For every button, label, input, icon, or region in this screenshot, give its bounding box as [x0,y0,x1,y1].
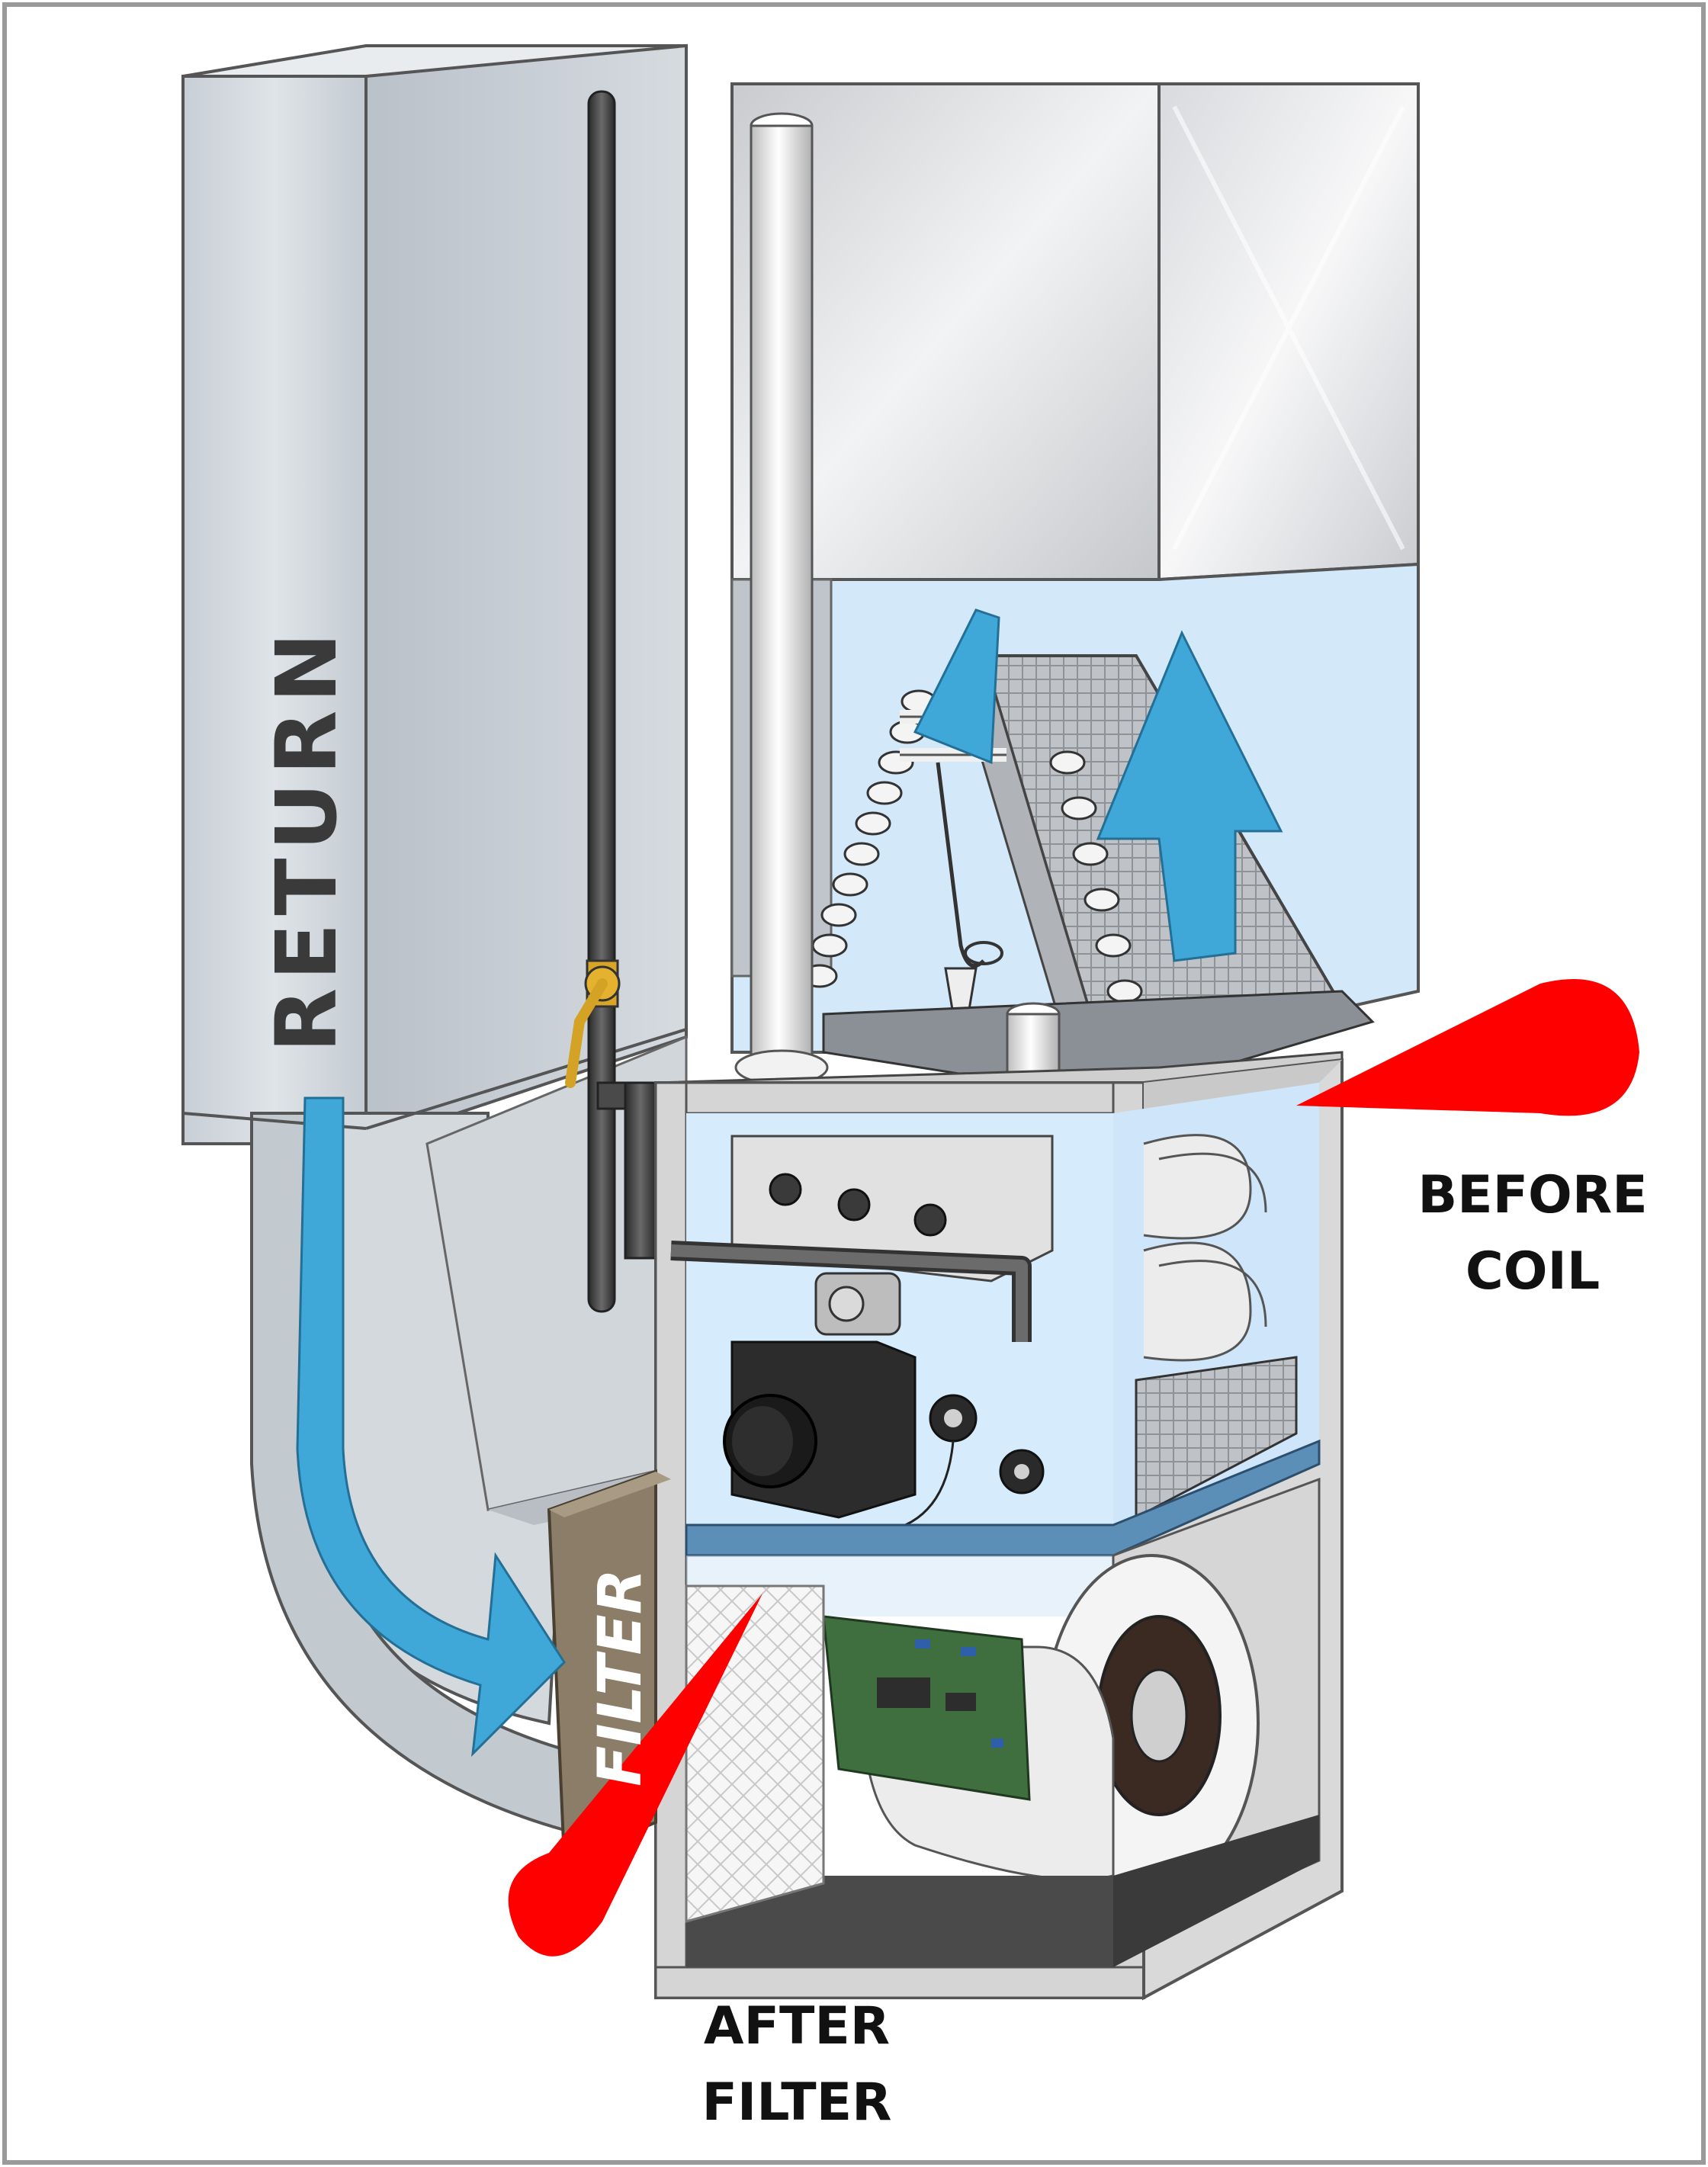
gas-pipe [565,90,660,1313]
filter-label: FILTER [586,1568,655,1787]
flue-pipe [734,112,829,1086]
after-filter-marker [508,1594,762,1957]
coil-cabinet [730,562,1420,1100]
return-airflow-arrow [296,1096,566,1758]
after-filter-label-line1: AFTER [704,1996,890,2056]
airflow-up-arrow-right [1096,630,1283,962]
before-coil-label-line2: COIL [1466,1241,1600,1302]
supply-plenum [730,82,1420,582]
air-filter-media [685,1584,825,1923]
after-filter-label-line2: FILTER [702,2072,891,2133]
furnace-cabinet [653,1051,1344,2001]
before-coil-label-line1: BEFORE [1417,1165,1647,1225]
before-coil-marker [1296,979,1639,1116]
heat-exchanger-fins [1135,1356,1298,1520]
return-label: RETURN [258,625,355,1053]
airflow-up-arrow-left [913,608,1000,765]
